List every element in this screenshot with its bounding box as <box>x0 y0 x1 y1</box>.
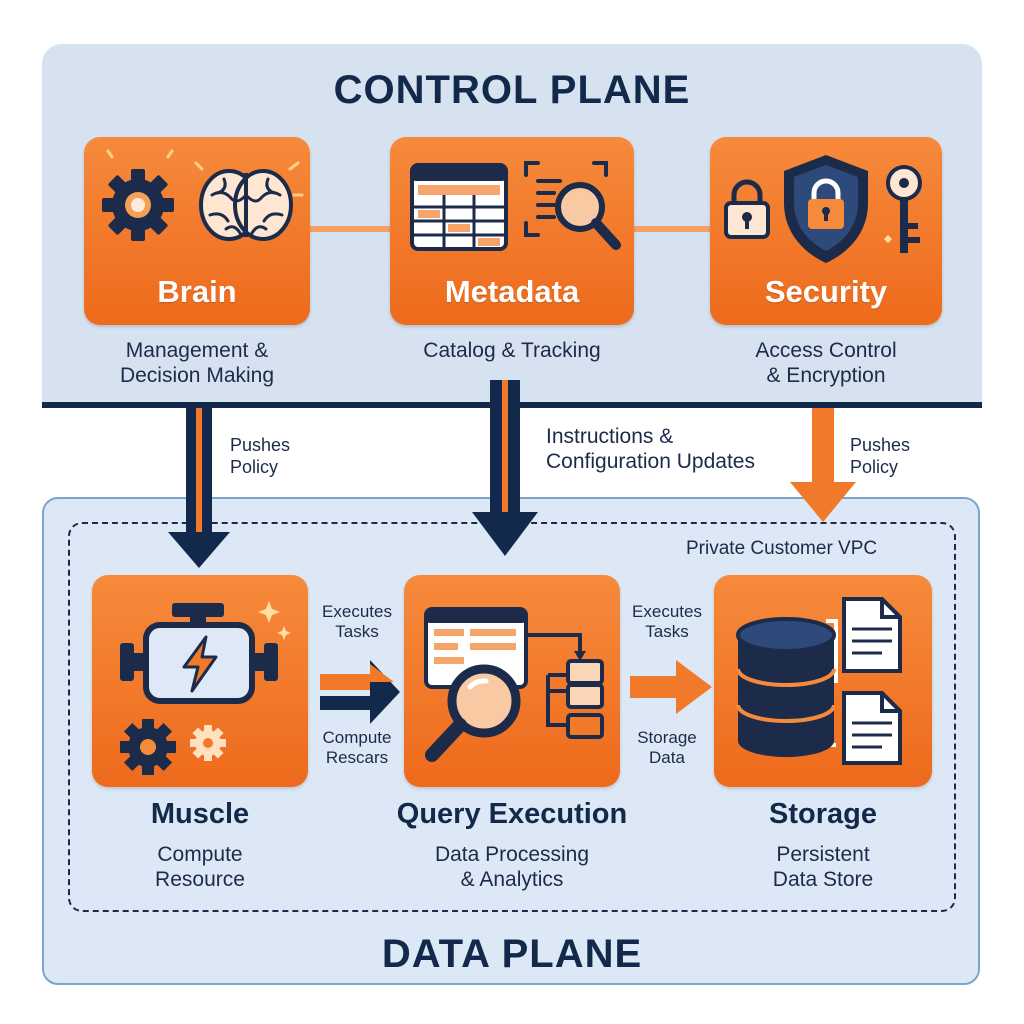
muscle-desc-line-1: Compute <box>157 843 243 866</box>
muscle-desc-line-2: Resource <box>155 868 245 891</box>
compute-bottom-line-2: Rescars <box>325 748 389 767</box>
storage-top-line-2: Tasks <box>645 622 689 641</box>
storage-bottom-line-2: Data <box>649 748 685 767</box>
compute-bottom-line-1: Compute <box>322 728 392 747</box>
right-flow-line-1: Pushes <box>850 435 911 455</box>
compute-top-line-1: Executes <box>322 602 392 621</box>
muscle-description: Compute Resource <box>92 842 308 892</box>
engine-icon <box>120 601 291 704</box>
metadata-desc-line-1: Catalog & Tracking <box>423 339 601 362</box>
brain-icon <box>194 161 304 241</box>
left-flow-line-1: Pushes <box>230 435 291 455</box>
brain-card[interactable]: Brain <box>84 137 310 325</box>
right-flow-label: Pushes Policy <box>850 434 930 478</box>
database-icon <box>736 617 838 757</box>
query-desc-line-2: & Analytics <box>460 868 564 891</box>
brain-desc-line-1: Management & <box>125 339 269 362</box>
magnifier-icon <box>425 664 521 762</box>
muscle-card[interactable] <box>92 575 308 787</box>
compute-arrow-bottom-label: Compute Rescars <box>302 728 412 768</box>
query-execution-description: Data Processing & Analytics <box>392 842 632 892</box>
query-execution-title: Query Execution <box>396 798 628 830</box>
center-down-arrow <box>472 380 538 556</box>
vpc-label: Private Customer VPC <box>686 538 878 559</box>
gears-icon <box>120 719 226 775</box>
metadata-description: Catalog & Tracking <box>390 338 634 363</box>
padlock-icon <box>724 179 770 239</box>
security-desc-line-1: Access Control <box>755 339 897 362</box>
data-plane-title: DATA PLANE <box>381 932 643 976</box>
security-description: Access Control & Encryption <box>710 338 942 388</box>
security-card[interactable]: Security <box>710 137 942 325</box>
brain-description: Management & Decision Making <box>84 338 310 388</box>
compute-arrow <box>320 660 400 724</box>
brain-label: Brain <box>157 274 237 309</box>
document-icon <box>842 597 902 765</box>
storage-top-line-1: Executes <box>632 602 702 621</box>
storage-bottom-line-1: Storage <box>637 728 697 747</box>
left-down-arrow <box>168 408 230 568</box>
security-desc-line-2: & Encryption <box>766 364 886 387</box>
center-flow-line-2: Configuration Updates <box>546 450 755 473</box>
left-flow-label: Pushes Policy <box>230 434 310 478</box>
storage-arrow-top-label: Executes Tasks <box>612 602 722 642</box>
storage-card[interactable] <box>714 575 932 787</box>
right-down-arrow <box>790 408 856 522</box>
table-icon <box>410 163 508 251</box>
gear-icon <box>102 149 174 241</box>
flowchart-icon <box>424 607 604 739</box>
shield-lock-icon <box>784 155 868 263</box>
compute-top-line-2: Tasks <box>335 622 379 641</box>
security-label: Security <box>764 274 888 309</box>
storage-title: Storage <box>769 798 877 830</box>
query-desc-line-1: Data Processing <box>434 843 590 866</box>
storage-desc-line-1: Persistent <box>776 843 870 866</box>
metadata-label: Metadata <box>444 274 580 309</box>
search-document-icon <box>524 161 621 250</box>
storage-desc-line-2: Data Store <box>772 868 874 891</box>
storage-arrow <box>630 660 712 714</box>
key-icon <box>884 165 922 253</box>
center-flow-line-1: Instructions & <box>546 425 674 448</box>
control-plane-title: CONTROL PLANE <box>333 68 691 112</box>
left-flow-line-2: Policy <box>230 457 279 477</box>
muscle-title: Muscle <box>150 798 250 830</box>
brain-desc-line-2: Decision Making <box>119 364 275 387</box>
center-flow-label: Instructions & Configuration Updates <box>546 424 826 474</box>
compute-arrow-top-label: Executes Tasks <box>302 602 412 642</box>
right-flow-line-2: Policy <box>850 457 899 477</box>
query-execution-card[interactable] <box>404 575 620 787</box>
storage-arrow-bottom-label: Storage Data <box>612 728 722 768</box>
storage-description: Persistent Data Store <box>714 842 932 892</box>
metadata-card[interactable]: Metadata <box>390 137 634 325</box>
